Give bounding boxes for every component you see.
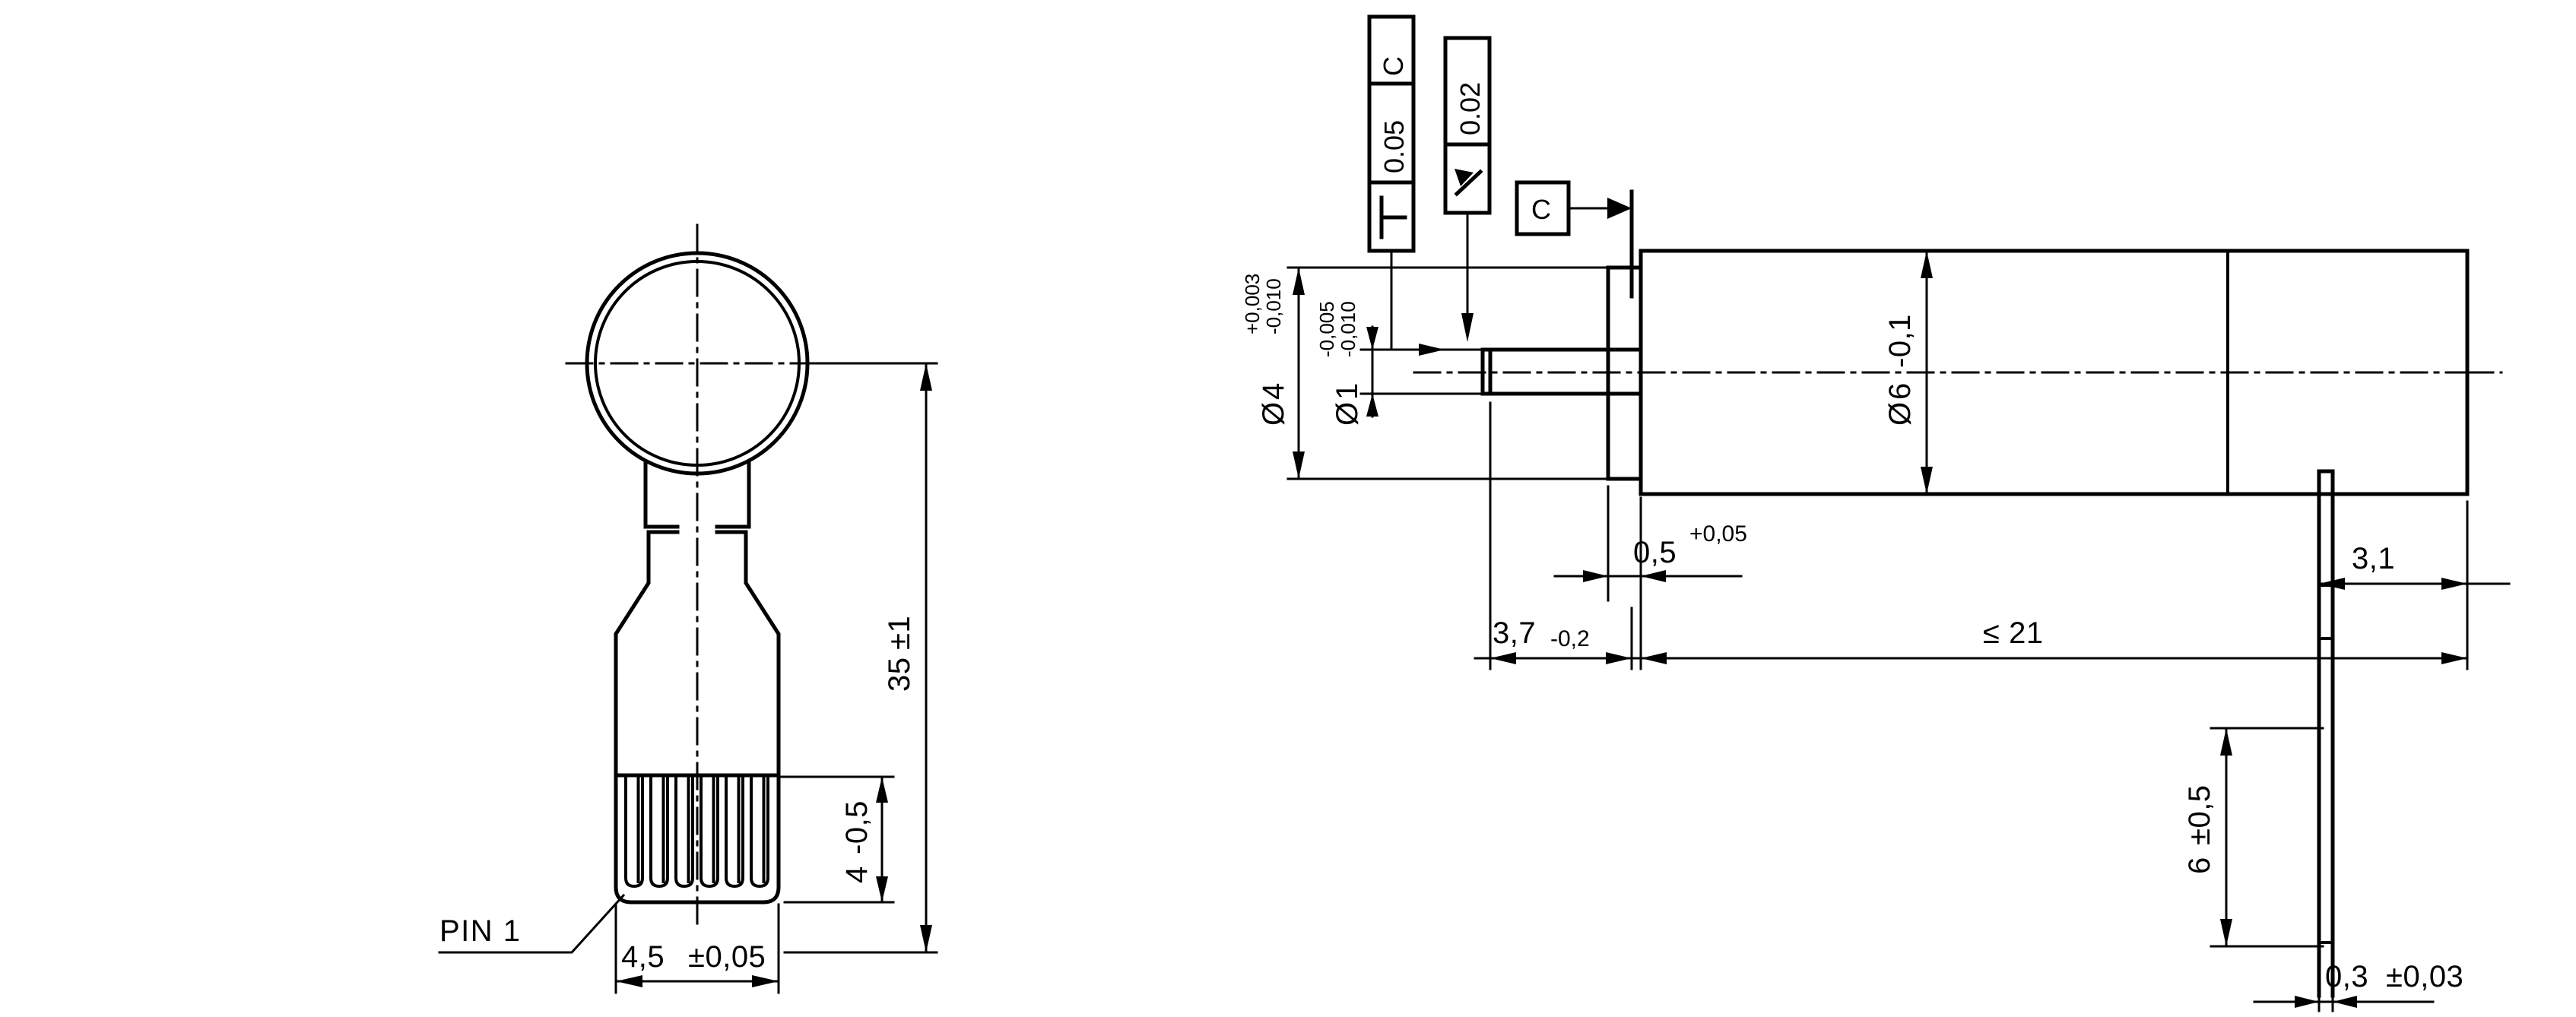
dim-0-5-arrow-right bbox=[1641, 570, 1666, 582]
dim-0-3-tolerance: ±0,03 bbox=[2386, 960, 2463, 993]
gdt1-datum-label: C bbox=[1378, 56, 1409, 76]
dim-3-7-tolerance: -0,2 bbox=[1550, 626, 1590, 651]
fin-slot bbox=[725, 775, 744, 889]
gdt1-value-label: 0.05 bbox=[1378, 120, 1410, 173]
fin-slot bbox=[750, 775, 769, 889]
dim-6-arrow-bottom bbox=[2220, 919, 2232, 946]
dim-4-tolerance: -0,5 bbox=[840, 800, 874, 854]
fin-slot bbox=[674, 775, 694, 889]
dim-6-arrow-top bbox=[2220, 728, 2232, 756]
dim-dia4-arrow-top bbox=[1293, 268, 1305, 295]
perpendicularity-symbol bbox=[1379, 195, 1407, 239]
fin-slot bbox=[700, 775, 719, 889]
fin-block-outline bbox=[614, 773, 781, 905]
dim-6-tolerance: ±0,5 bbox=[2183, 784, 2216, 845]
dim-35-arrow-top bbox=[920, 363, 932, 391]
dim-3-1-value: 3,1 bbox=[2352, 542, 2395, 575]
dim-dia4-value: 4 bbox=[1257, 382, 1290, 400]
dim-dia1-group: Ø 1 -0,005 -0,010 bbox=[1315, 301, 1492, 426]
left-view-group: PIN 1 35 ±1 4 bbox=[438, 223, 938, 994]
dim-35-value: 35 bbox=[883, 657, 916, 692]
circular-runout-symbol bbox=[1454, 169, 1483, 197]
gdt-frame-perpendicularity: C 0.05 bbox=[1367, 14, 1446, 356]
dim-dia6-tolerance: -0,1 bbox=[1883, 314, 1917, 368]
dim-35-arrow-bottom bbox=[920, 925, 932, 952]
dim-dia4-arrow-bottom bbox=[1293, 451, 1305, 479]
dim-21-value: ≤ 21 bbox=[1983, 616, 2044, 650]
gdt2-leader-arrow bbox=[1461, 313, 1474, 342]
dim-dia1-arrow-bottom bbox=[1366, 394, 1378, 417]
dim-dia1-value: 1 bbox=[1331, 382, 1364, 400]
body-dia6-group bbox=[1639, 249, 2503, 496]
datum-c-box bbox=[1515, 180, 1571, 236]
dim-0-3-group: 0,3 ±0,03 bbox=[2253, 945, 2463, 1012]
datum-c-label: C bbox=[1531, 194, 1551, 225]
dim-35-tolerance: ±1 bbox=[883, 616, 916, 650]
dim-3-1-group: 3,1 bbox=[2317, 500, 2511, 670]
dim-4-5-group: 4,5 ±0,05 bbox=[614, 903, 780, 994]
body-left-profile bbox=[614, 530, 651, 778]
dim-dia6-value: 6 bbox=[1883, 382, 1917, 400]
dim-4-group: 4 -0,5 bbox=[777, 775, 895, 904]
dim-0-5-tolerance: +0,05 bbox=[1689, 521, 1747, 547]
fin-slots-group bbox=[624, 775, 769, 889]
dim-dia4-tol-upper: +0,003 bbox=[1241, 274, 1264, 334]
dim-dia4-prefix-value: Ø bbox=[1257, 401, 1290, 426]
dim-0-5-value: 0,5 bbox=[1633, 536, 1677, 569]
dim-4-5-tolerance: ±0,05 bbox=[688, 940, 766, 974]
dim-dia4-group: Ø 4 +0,003 -0,010 bbox=[1241, 266, 1613, 480]
pin1-label: PIN 1 bbox=[439, 914, 522, 948]
dim-0-3-arrow-right bbox=[2333, 996, 2357, 1008]
dim-3-7-arrow-right bbox=[1606, 652, 1632, 664]
dim-dia1-arrow-top bbox=[1366, 327, 1378, 350]
datum-c-triangle bbox=[1607, 198, 1632, 219]
dim-4-5-arrow-right bbox=[752, 975, 779, 987]
datum-c-group: C bbox=[1515, 180, 1634, 299]
dim-6-value: 6 bbox=[2183, 857, 2216, 874]
gdt1-datum-cell bbox=[1367, 14, 1416, 86]
gdt2-symbol-cell bbox=[1443, 142, 1492, 215]
dim-dia6-group: Ø 6 -0,1 bbox=[1883, 249, 1933, 496]
dim-4-arrow-bottom bbox=[876, 876, 888, 902]
dim-0-3-arrow-left bbox=[2295, 996, 2319, 1008]
dim-6-group: 6 ±0,5 bbox=[2183, 727, 2324, 948]
dim-3-7-arrow-left bbox=[1490, 652, 1516, 664]
dim-dia1-tol-upper: -0,005 bbox=[1315, 301, 1338, 357]
gdt-frame-runout: 0.02 bbox=[1443, 36, 1492, 342]
dim-4-value: 4 bbox=[840, 866, 874, 883]
dim-4-5-value: 4,5 bbox=[621, 940, 665, 974]
dim-3-7-value: 3,7 bbox=[1493, 616, 1536, 650]
gdt2-value-label: 0.02 bbox=[1455, 82, 1486, 135]
dim-3-7-group: 3,7 -0,2 bbox=[1474, 401, 1644, 670]
dim-dia6-arrow-top bbox=[1921, 251, 1933, 278]
dim-21-arrow-right bbox=[2441, 652, 2467, 664]
fin-slot bbox=[649, 775, 669, 889]
pin1-leader-line bbox=[438, 893, 626, 954]
blade-tab-group bbox=[2317, 469, 2335, 998]
dim-4-arrow-top bbox=[876, 777, 888, 803]
dim-4-5-arrow-left bbox=[616, 975, 642, 987]
dim-0-3-value: 0,3 bbox=[2325, 960, 2368, 993]
dim-dia6-prefix: Ø bbox=[1883, 401, 1917, 426]
dim-0-5-group: 0,5 +0,05 bbox=[1553, 485, 1747, 670]
right-view-group: C 0.05 0.02 bbox=[1241, 14, 2511, 1012]
dim-3-1-arrow-left bbox=[2319, 578, 2345, 590]
dim-dia1-tol-lower: -0,010 bbox=[1337, 301, 1359, 357]
pin1-leader-group bbox=[438, 893, 626, 954]
fin-slot bbox=[624, 775, 644, 889]
body-right-profile bbox=[744, 530, 781, 778]
dim-21-arrow-left bbox=[1641, 652, 1667, 664]
dim-35-group: 35 ±1 bbox=[783, 362, 938, 954]
dim-dia1-prefix: Ø bbox=[1331, 401, 1364, 426]
dim-dia4-tol-lower: -0,010 bbox=[1262, 278, 1285, 334]
dim-dia6-arrow-bottom bbox=[1921, 467, 1933, 494]
dim-0-5-arrow-left bbox=[1583, 570, 1608, 582]
dim-3-1-arrow-right bbox=[2441, 578, 2467, 590]
